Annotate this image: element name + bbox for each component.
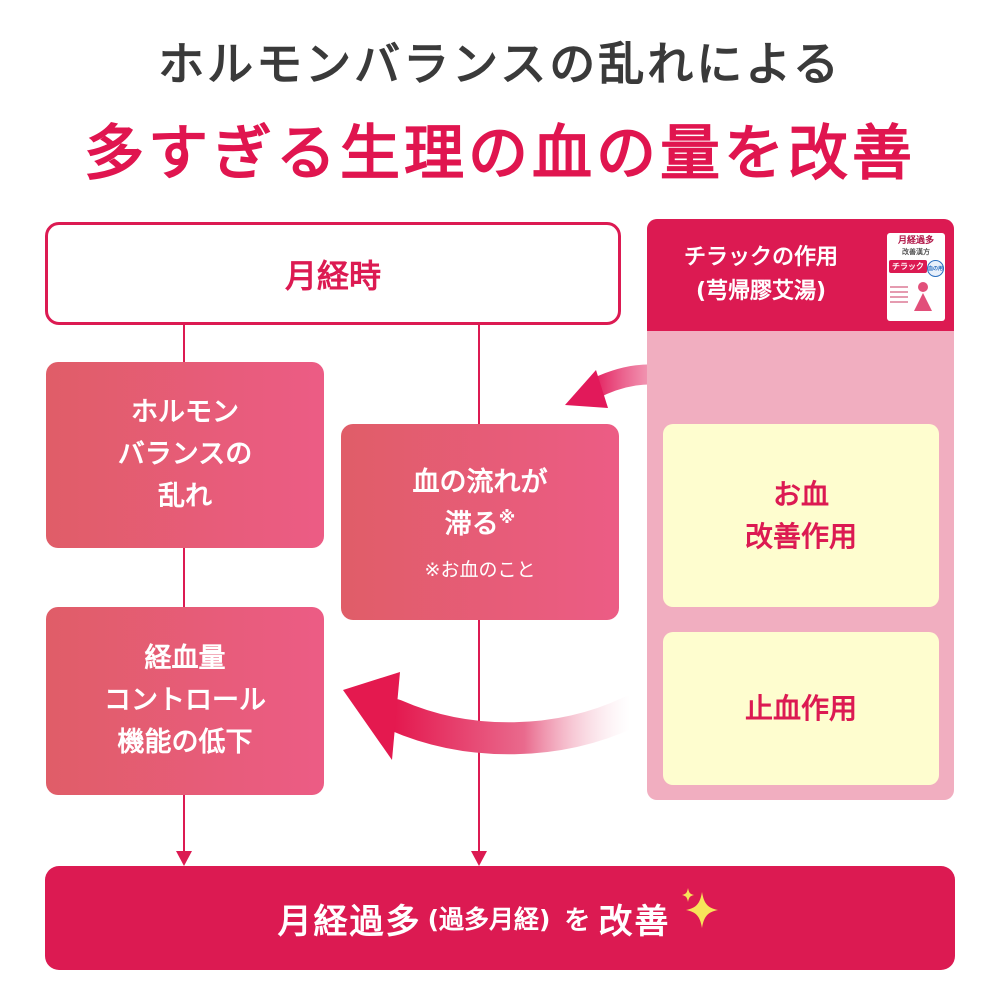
female-figure-icon	[914, 282, 932, 311]
oketsu-line-1: お血	[772, 477, 829, 511]
blood-flow-line-2-text: 滞る	[444, 509, 499, 540]
hormone-imbalance-node: ホルモン バランスの 乱れ	[46, 362, 324, 548]
product-name: 月経過多 改善漢方	[887, 236, 945, 258]
product-badge: 血の用	[927, 260, 944, 277]
hemostatic-action: 止血作用	[663, 632, 939, 785]
blood-flow-line-1: 血の流れが	[412, 467, 548, 498]
control-decline-node: 経血量 コントロール 機能の低下	[46, 607, 324, 795]
curved-arrow-icon	[343, 672, 646, 760]
control-line-1: 経血量	[144, 643, 226, 674]
product-action-panel: チラックの作用 (芎帰膠艾湯) 月経過多 改善漢方 チラック 血の用 お血 改善…	[647, 219, 954, 800]
oketsu-line-2: 改善作用	[744, 519, 857, 553]
hormone-line-1: ホルモン	[131, 397, 239, 428]
result-improve: 改善	[598, 901, 671, 942]
footnote-note: ※お血のこと	[424, 559, 536, 581]
footnote-mark: ※	[498, 508, 516, 528]
hormone-line-3: 乱れ	[158, 481, 212, 512]
control-line-3: 機能の低下	[117, 727, 253, 758]
arrowhead-middle	[471, 851, 487, 866]
product-name-line2: 改善漢方	[902, 248, 930, 256]
sparkle-icon	[682, 888, 719, 928]
heading-line1: ホルモンバランスの乱れによる	[158, 37, 842, 91]
hormone-line-2: バランスの	[117, 439, 253, 470]
menses-node: 月経時	[45, 222, 621, 325]
blood-flow-line-2: 滞る※	[445, 504, 516, 546]
panel-title-text: チラックの作用	[683, 245, 838, 270]
result-main: 月経過多	[277, 901, 422, 942]
product-name-line1: 月経過多	[897, 236, 934, 246]
result-banner: 月経過多 (過多月経) を 改善	[45, 866, 955, 970]
result-particle: を	[564, 905, 591, 936]
panel-header: チラックの作用 (芎帰膠艾湯) 月経過多 改善漢方 チラック 血の用	[647, 219, 954, 331]
heading-line2: 多すぎる生理の血の量を改善	[84, 119, 916, 189]
arrowhead-left	[176, 851, 192, 866]
panel-subtitle: (芎帰膠艾湯)	[695, 279, 827, 304]
result-parenthetical: (過多月経)	[427, 905, 551, 934]
oketsu-improvement-action: お血 改善作用	[663, 424, 939, 607]
product-text-lines	[890, 283, 908, 313]
control-line-2: コントロール	[104, 685, 266, 716]
product-package-image: 月経過多 改善漢方 チラック 血の用	[887, 233, 945, 321]
panel-title: チラックの作用 (芎帰膠艾湯)	[661, 241, 861, 309]
product-brand: チラック	[889, 260, 927, 273]
blood-flow-node: 血の流れが 滞る※ ※お血のこと	[341, 424, 619, 620]
